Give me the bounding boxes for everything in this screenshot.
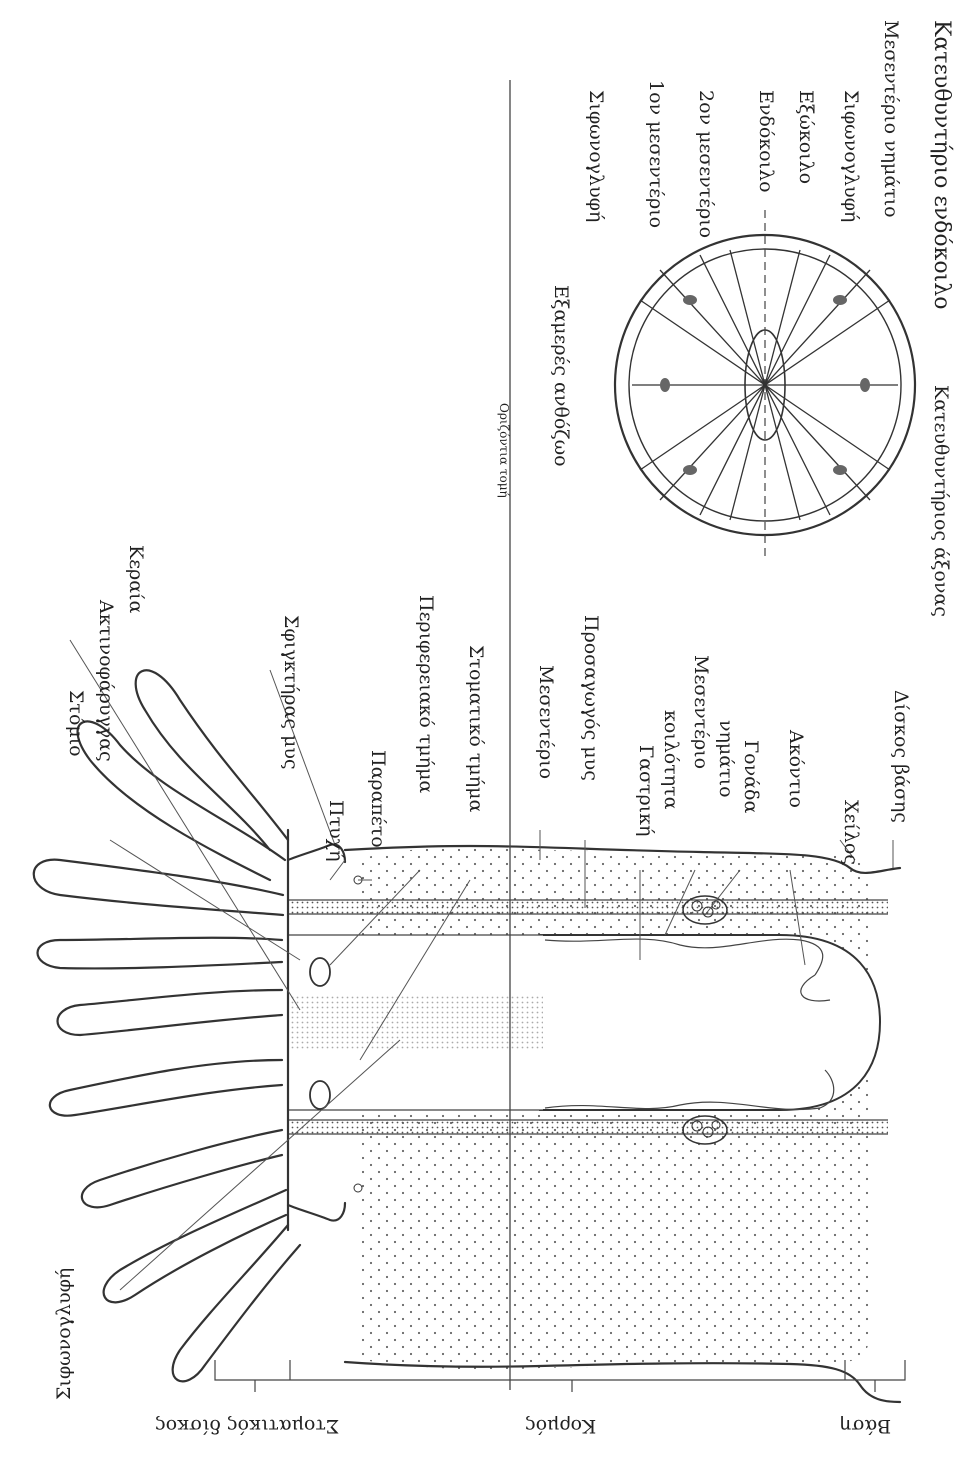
label-tentacle: Κεραία	[125, 545, 147, 613]
label-siphonoglyph: Σιφωνογλυφή	[53, 1268, 75, 1400]
label-cs-exocoel: Εξώκοιλο	[795, 90, 817, 184]
retractor-band-bottom	[288, 1120, 888, 1134]
label-horizontal-section: Οριζόντια τομή	[497, 403, 511, 498]
label-actinopharynx: Ακτινοφάρυγγας	[95, 599, 117, 762]
label-fold: Πτυχή	[325, 800, 347, 862]
tentacle-4	[38, 938, 283, 969]
label-hexamerous: Εξαμερές ανθόζωο	[550, 285, 572, 467]
label-region-oral-disc: Στοματικός δίσκος	[155, 1415, 339, 1437]
label-cs-second-mesentery: 2ον μεσεντέριο	[695, 90, 717, 238]
label-stomio: Στόμιο	[65, 690, 87, 757]
label-region-body: Κορμός	[525, 1415, 596, 1437]
collar-bottom	[288, 1203, 345, 1221]
label-mes-filament-2: νημάτιο	[715, 720, 737, 798]
cross-section	[615, 210, 915, 560]
label-cs-first-mesentery: 1ον μεσεντέριο	[645, 80, 667, 228]
label-lip: Χείλος	[840, 800, 862, 865]
tentacle-8	[104, 1190, 286, 1302]
tentacle-9	[173, 1225, 300, 1381]
label-cs-siphonoglyph-b: Σιφωνογλυφή	[840, 90, 862, 222]
retractor-band-top	[288, 900, 888, 914]
label-cs-directive-endocoel: Κατευθυντήριο ενδόκοιλο	[929, 20, 954, 309]
anemone-body	[288, 830, 900, 1402]
label-gonad: Γονάδα	[740, 740, 762, 813]
tentacle-6	[50, 1060, 282, 1116]
label-mesentery: Μεσεντέριο	[535, 665, 557, 779]
label-cs-mesentery-filament: Μεσεντέριο νημάτιο	[880, 20, 902, 218]
label-parapet: Παραπέτο	[367, 750, 389, 848]
label-gastric-2: κοιλότητα	[660, 710, 682, 810]
label-peripheral-part: Περιφερειακό τμήμα	[415, 595, 437, 793]
label-retractor: Προσαγωγός μυς	[580, 615, 602, 781]
label-gastric-1: Γαστρική	[635, 745, 657, 836]
tentacle-5	[58, 990, 283, 1035]
parapet-dot-bottom	[354, 1184, 362, 1192]
label-directive-axis: Κατευθυντήριος άξονας	[930, 385, 952, 617]
body-outline-bottom	[345, 1362, 900, 1402]
label-mes-filament-1: Μεσεντέριο	[690, 655, 712, 769]
label-cs-siphonoglyph-a: Σιφωνογλυφή	[585, 90, 607, 222]
tentacle-7	[82, 1130, 282, 1207]
label-oral-part: Στοματικό τμήμα	[465, 645, 487, 812]
label-sphincter: Σφιγκτήρας μυς	[280, 615, 302, 770]
gastric-cavity	[540, 935, 880, 1110]
pharynx-lumen	[288, 995, 543, 1050]
label-basal-disc: Δίσκος βάσης	[890, 690, 912, 823]
tentacle-1	[136, 670, 288, 850]
label-acontium: Ακόντιο	[785, 729, 807, 808]
label-cs-endocoel: Ενδόκοιλο	[755, 90, 777, 193]
label-region-base: Βάση	[840, 1415, 891, 1437]
